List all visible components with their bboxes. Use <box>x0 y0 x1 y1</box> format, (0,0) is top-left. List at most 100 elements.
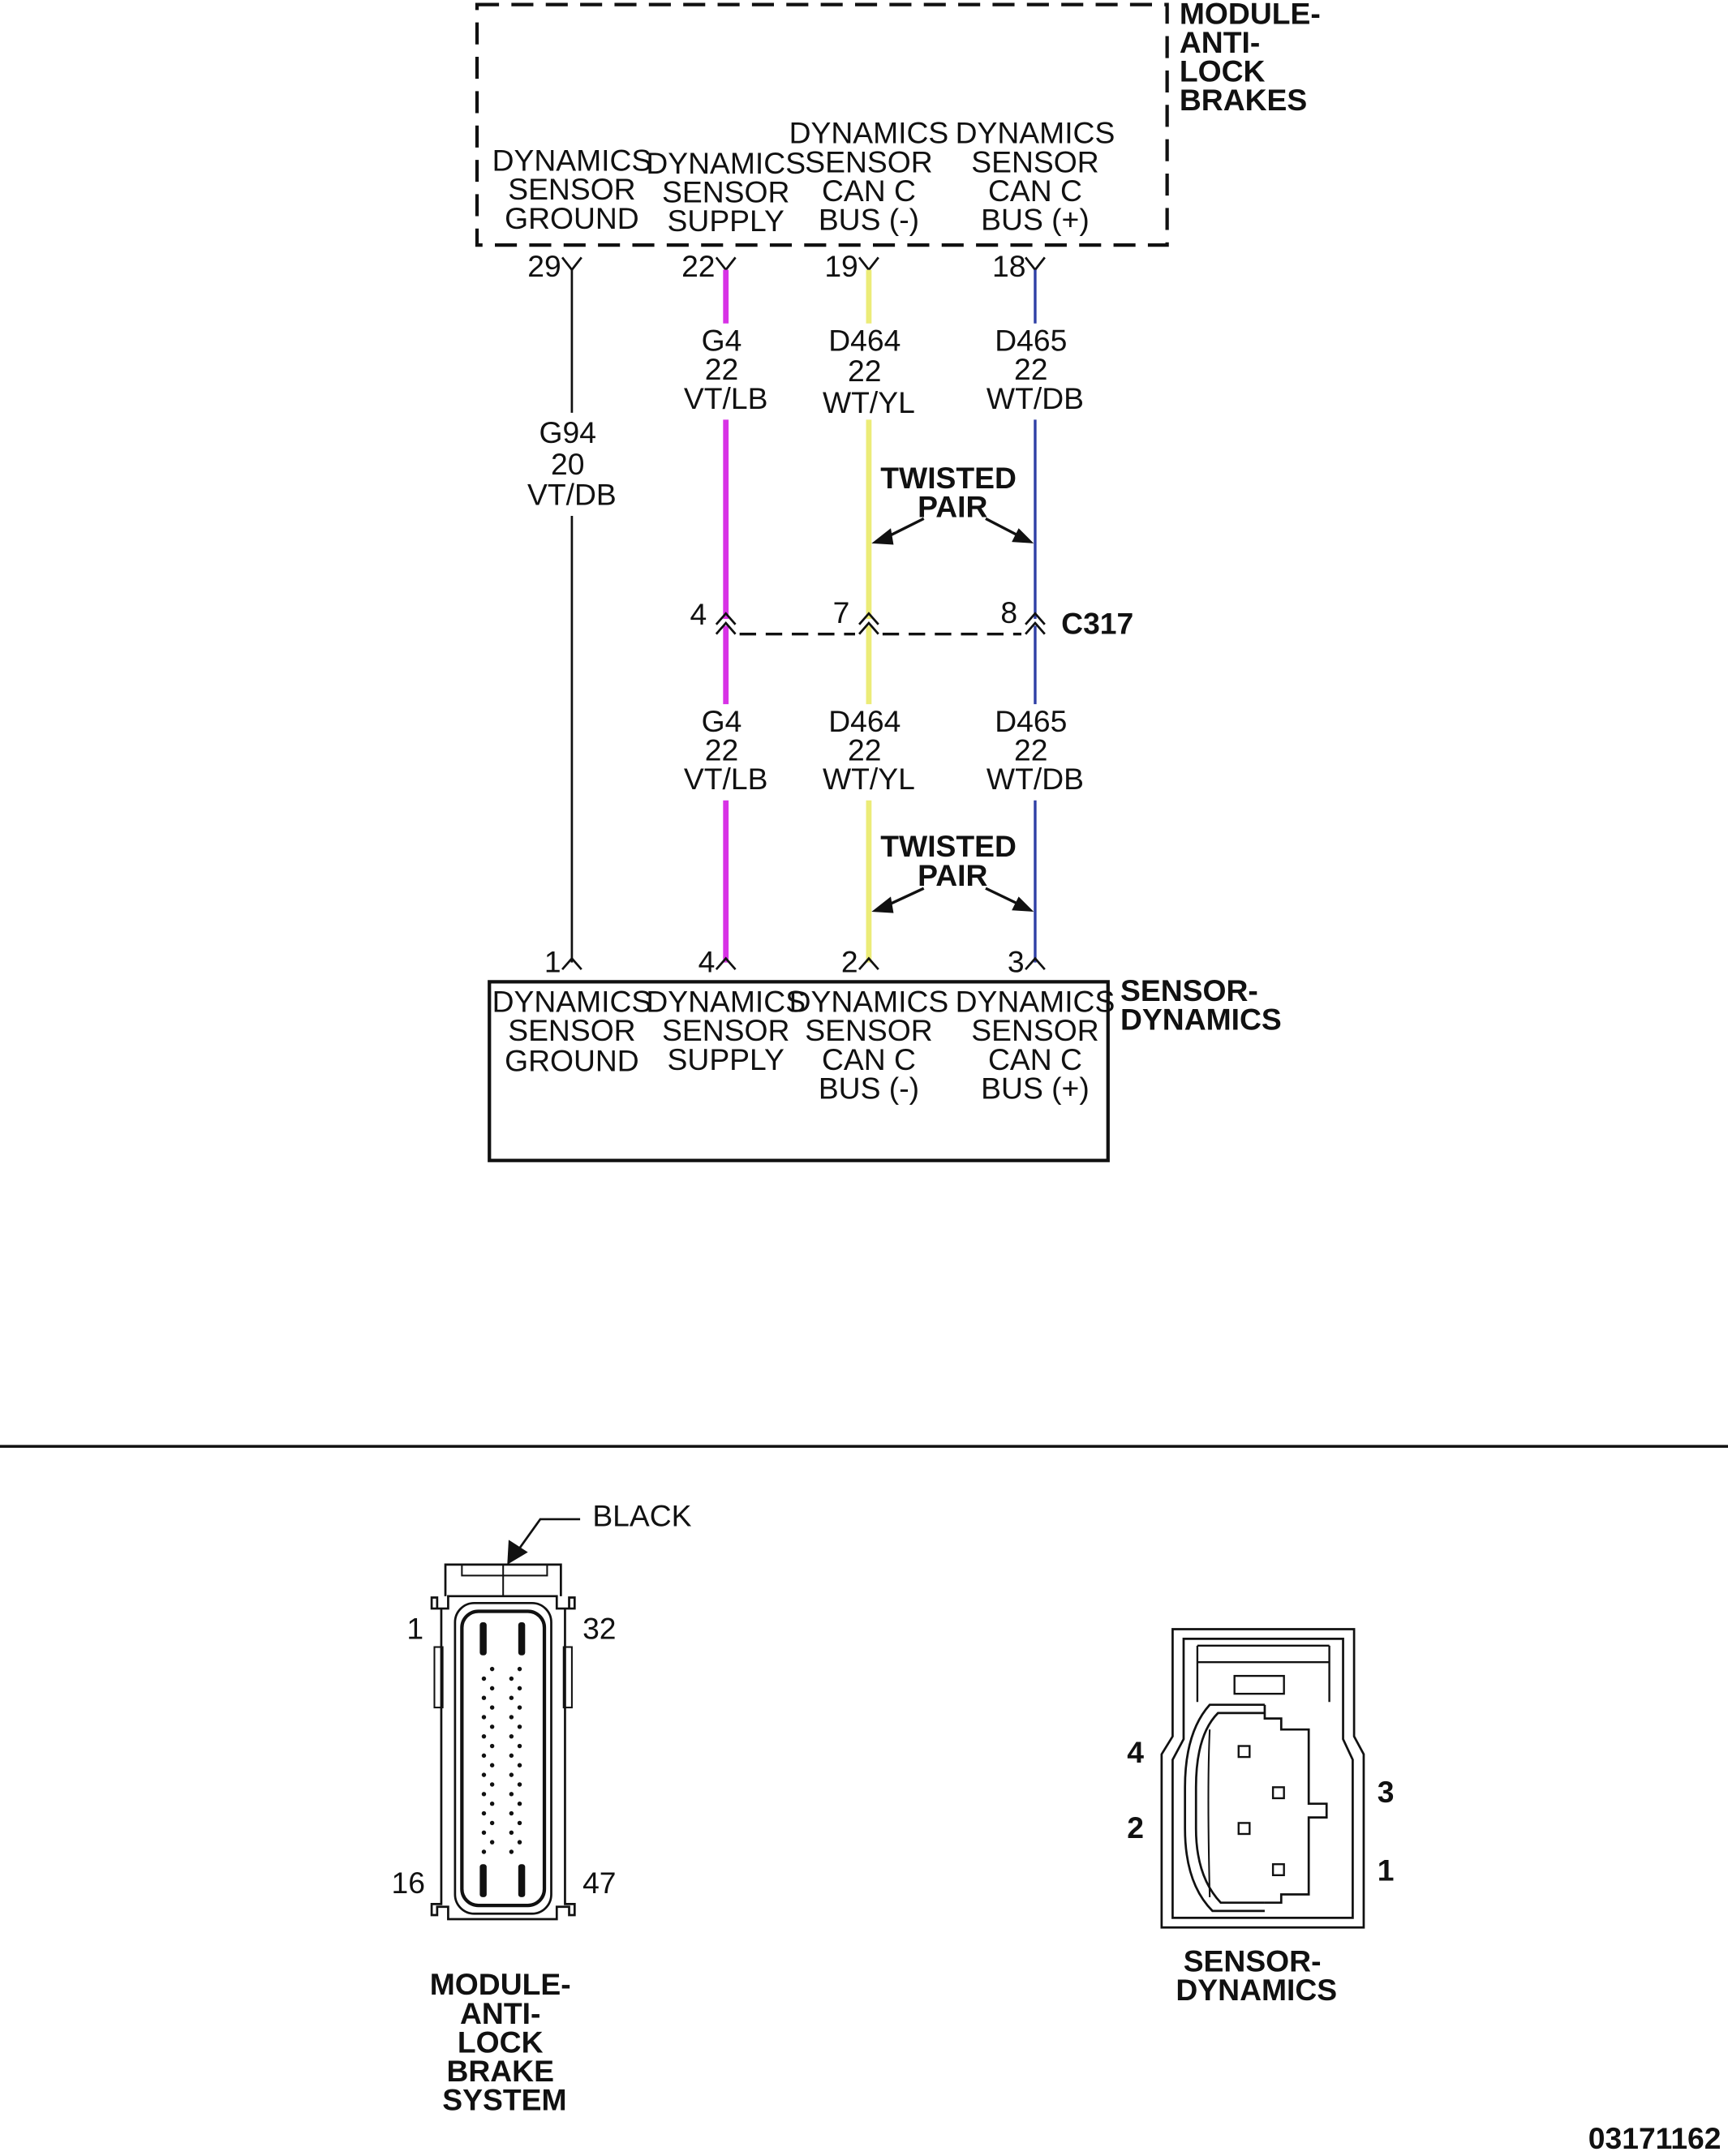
abs-cavity-18: 18 <box>992 249 1025 283</box>
abs-connector-pin-dot <box>517 1686 522 1691</box>
sensor-connector-name: SENSOR- DYNAMICS <box>1176 1943 1337 2007</box>
wire-g4-label-upper: G4 22 VT/LB <box>684 324 768 415</box>
sensor-connector-pin-1: 1 <box>1378 1853 1395 1888</box>
abs-connector-pin-dot <box>517 1705 522 1710</box>
wire-d465-label-upper: D465 22 WT/DB <box>987 324 1084 415</box>
sensor-connector-cavity-4 <box>1237 1745 1251 1759</box>
abs-connector-pin-dot <box>509 1715 514 1720</box>
sensor-terminal-1 <box>561 956 582 971</box>
abs-connector-face-view: BLACK 1 32 16 47 MODULE- ANTI- LOCK BRAK… <box>392 1498 692 2116</box>
abs-connector-pin-dot <box>489 1782 495 1787</box>
abs-connector-pin-dot <box>509 1792 514 1797</box>
abs-connector-pin-dot <box>509 1695 514 1700</box>
abs-callout-leader <box>518 1518 581 1549</box>
sensor-cavity-3: 3 <box>1008 945 1025 979</box>
c317-terminal-7 <box>858 612 879 635</box>
abs-connector-pin-dot <box>489 1686 495 1691</box>
c317-name: C317 <box>1061 607 1133 641</box>
abs-module-box <box>475 2 1169 247</box>
abs-connector-pin-dot <box>509 1753 514 1759</box>
sensor-cavity-2: 2 <box>841 945 858 979</box>
wire-d465-label-lower: D465 22 WT/DB <box>987 704 1084 796</box>
abs-connector-pin-dot <box>489 1666 495 1672</box>
twisted-pair-label-lower: TWISTED PAIR <box>880 829 1025 892</box>
abs-connector-pin-dot <box>481 1830 487 1835</box>
abs-connector-pin-dot <box>481 1772 487 1777</box>
wire-d464-label-upper: D464 22 WT/YL <box>823 324 915 419</box>
abs-connector-pin-1: 1 <box>406 1611 423 1645</box>
abs-connector-pin-16: 16 <box>392 1866 425 1900</box>
sensor-connector-pin-2: 2 <box>1127 1810 1144 1845</box>
abs-connector-pin-dot <box>489 1840 495 1845</box>
sensor-cavity-4: 4 <box>699 945 716 979</box>
abs-connector-pin-dot <box>509 1676 514 1681</box>
abs-connector-pin-dot <box>481 1792 487 1797</box>
sensor-terminal-3 <box>1025 956 1046 971</box>
sensor-terminal-2 <box>858 956 879 971</box>
sensor-terminal-4 <box>715 956 737 971</box>
abs-cavity-22: 22 <box>681 249 715 283</box>
abs-connector-pin-dot <box>481 1676 487 1681</box>
sensor-connector-pin-3: 3 <box>1378 1775 1395 1809</box>
abs-connector-pin-dot <box>517 1782 522 1787</box>
abs-connector-pin-32: 32 <box>582 1611 616 1645</box>
abs-connector-name: MODULE- ANTI- LOCK BRAKE SYSTEM <box>430 1967 579 2116</box>
sensor-connector-pin-4: 4 <box>1127 1735 1144 1769</box>
abs-terminal-19 <box>858 256 879 272</box>
sensor-connector-cavity-2 <box>1237 1822 1251 1836</box>
c317-terminal-8 <box>1025 612 1046 635</box>
abs-connector-pin-47: 47 <box>582 1866 616 1900</box>
abs-connector-pin-dot <box>509 1810 514 1816</box>
abs-connector-pin-dot <box>509 1849 514 1854</box>
abs-connector-pin-grid <box>481 1666 522 1854</box>
abs-connector-pin-dot <box>517 1801 522 1806</box>
twisted-pair-arrow-right-upper <box>985 517 1021 538</box>
figure-id: 03171162 <box>1588 2121 1722 2155</box>
twisted-pair-label-upper: TWISTED PAIR <box>880 461 1025 524</box>
abs-connector-pin-dot <box>489 1763 495 1767</box>
abs-connector-pin-dot <box>481 1849 487 1854</box>
abs-terminal-29 <box>561 256 582 272</box>
abs-connector-pin-dot <box>509 1830 514 1835</box>
abs-connector-pin-dot <box>509 1733 514 1739</box>
abs-connector-pin-dot <box>509 1772 514 1777</box>
sensor-connector-cavity-3 <box>1271 1786 1285 1800</box>
abs-connector-pin-dot <box>489 1820 495 1826</box>
abs-terminal-18 <box>1025 256 1046 272</box>
sensor-cavity-1: 1 <box>544 945 561 979</box>
abs-connector-pin-dot <box>517 1724 522 1729</box>
abs-connector-color-callout: BLACK <box>592 1498 691 1532</box>
abs-connector-pin-dot <box>517 1763 522 1767</box>
wire-g4-label-lower: G4 22 VT/LB <box>684 704 768 796</box>
abs-cavity-29: 29 <box>527 249 561 283</box>
abs-connector-pin-dot <box>481 1695 487 1700</box>
wire-d464-label-lower: D464 22 WT/YL <box>823 704 915 796</box>
abs-connector-pin-dot <box>481 1753 487 1759</box>
twisted-pair-arrow-right-lower <box>985 887 1021 907</box>
abs-module-name: MODULE- ANTI- LOCK BRAKES <box>1180 0 1329 117</box>
sensor-connector-cavity-1 <box>1271 1863 1285 1877</box>
c317-cavity-8: 8 <box>1000 595 1017 629</box>
abs-connector-pin-dot <box>517 1840 522 1845</box>
abs-connector-pin-dot <box>489 1743 495 1749</box>
sensor-connector-face-view: 4 2 3 1 SENSOR- DYNAMICS <box>1127 1628 1395 2007</box>
abs-terminal-22 <box>715 256 737 272</box>
sensor-dynamics-name: SENSOR- DYNAMICS <box>1120 973 1282 1037</box>
abs-connector-pin-dot <box>489 1705 495 1710</box>
abs-connector-pin-dot <box>489 1801 495 1806</box>
